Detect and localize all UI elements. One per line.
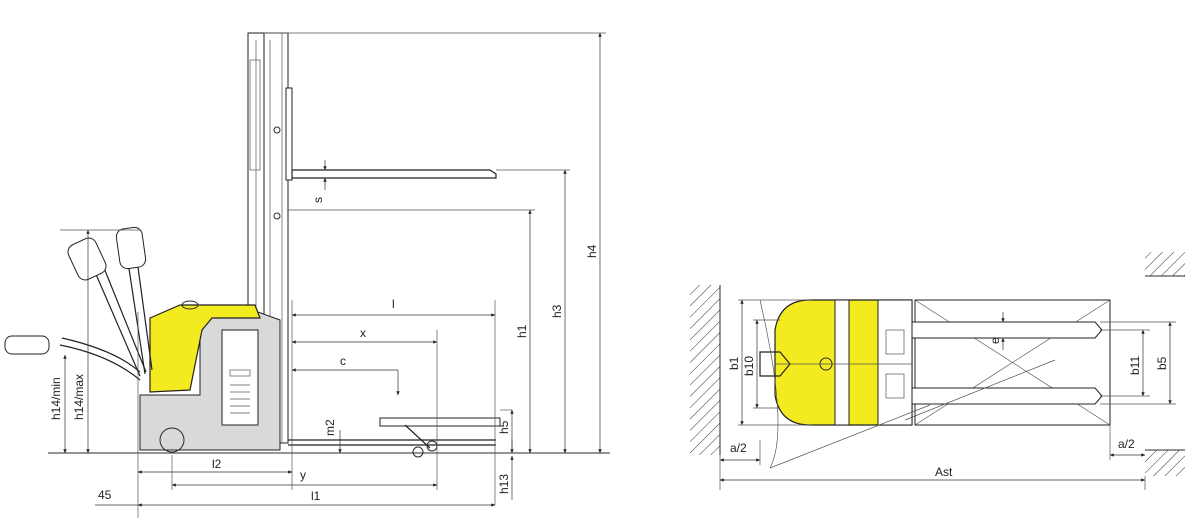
label-s: s [311,197,325,203]
tiller-handles [4,226,153,381]
label-e: e [988,337,1002,344]
wall-right-top [1145,252,1185,276]
label-h4: h4 [585,244,599,258]
label-h1: h1 [515,324,529,338]
label-45: 45 [98,488,112,502]
label-a2-left: a/2 [730,441,747,455]
label-h13: h13 [497,474,511,494]
label-h3: h3 [550,304,564,318]
top-view: b1 b10 e b11 b5 a/2 a/2 Ast [690,252,1185,490]
wall-right-bottom [1145,450,1185,476]
truck-body [139,300,281,453]
wall-left [690,285,720,455]
side-view: h4 h3 h1 s l x c m2 h5 h13 h14/min h14/m… [4,32,610,518]
label-c: c [340,354,346,368]
raised-fork [285,87,497,181]
label-l1: l1 [311,489,321,503]
label-y: y [300,468,306,482]
fork-lower [911,387,1103,405]
fork-upper [911,321,1103,339]
label-h14-min: h14/min [49,377,63,420]
label-b5: b5 [1155,356,1169,370]
label-m2: m2 [323,419,337,436]
label-ast: Ast [935,465,953,479]
lowered-fork [288,417,501,458]
label-b1: b1 [727,356,741,370]
label-h14-max: h14/max [72,374,86,420]
label-l2: l2 [212,457,222,471]
label-a2-right: a/2 [1118,437,1135,451]
label-h5: h5 [497,420,511,434]
label-b11: b11 [1128,356,1142,375]
label-l: l [392,297,395,311]
label-x: x [360,326,366,340]
label-b10: b10 [742,356,756,376]
